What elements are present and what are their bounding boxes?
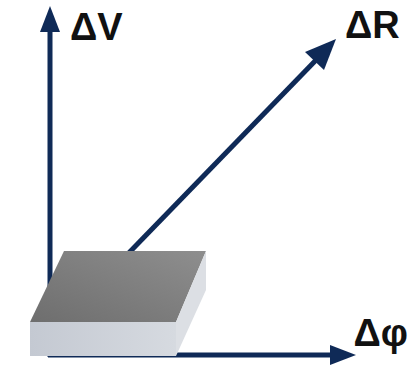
phi-arrowhead (330, 345, 356, 365)
axis-label-box: ΔV (70, 8, 123, 46)
axis-label: Δφ (354, 314, 409, 352)
r-axis (120, 58, 318, 262)
axis-label-box: ΔR (345, 6, 400, 44)
axis-label: ΔV (70, 8, 123, 46)
box-side (176, 251, 206, 356)
box-front (30, 322, 176, 356)
box-top (30, 251, 206, 322)
axis-label: ΔR (345, 6, 400, 44)
axis-label-box: Δφ (354, 314, 409, 352)
v-arrowhead (40, 6, 60, 32)
r-arrowhead (305, 39, 336, 70)
